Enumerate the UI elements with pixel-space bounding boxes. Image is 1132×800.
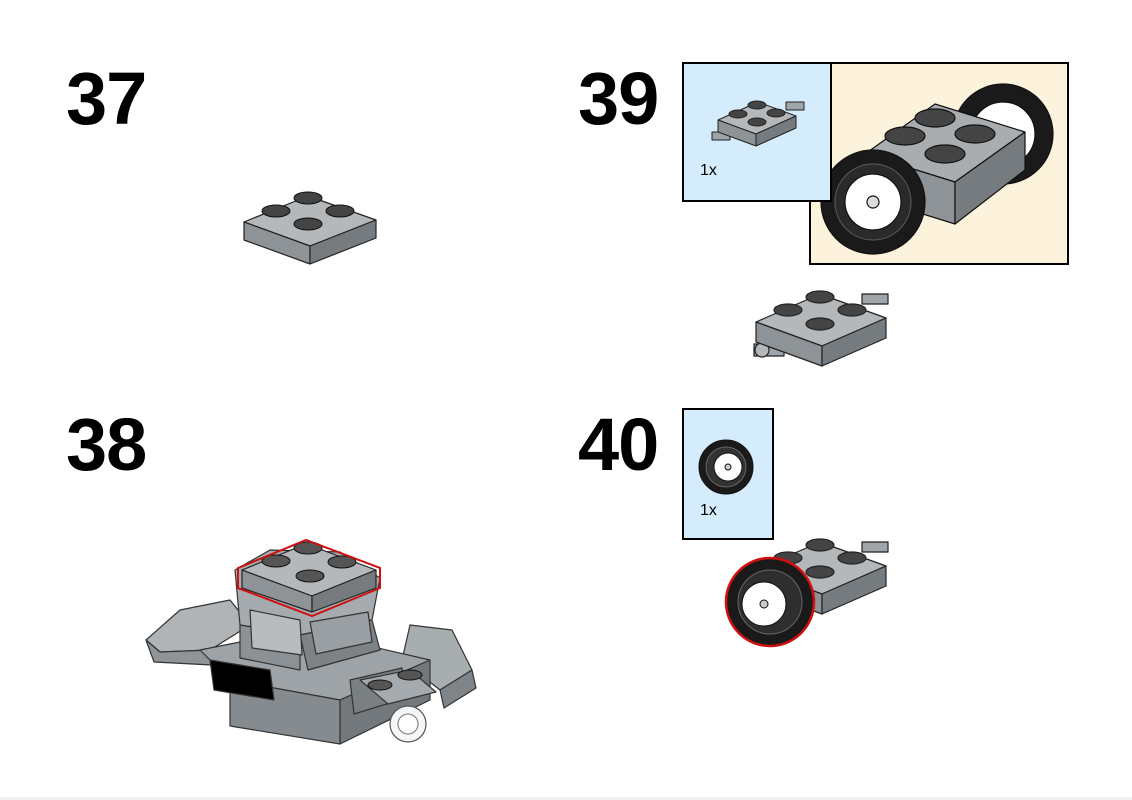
step-39-plate-with-pins-icon xyxy=(753,290,889,367)
step-40-number: 40 xyxy=(578,403,659,486)
wheel-with-tire-icon xyxy=(698,439,754,495)
step-39-callout xyxy=(809,62,1069,265)
step-39-part-qty: 1x xyxy=(700,162,717,179)
stud-icon xyxy=(293,217,323,231)
step-40-assembly-icon xyxy=(724,538,889,648)
callout-assembly-icon xyxy=(820,83,1054,255)
step-40-part-qty: 1x xyxy=(700,502,717,519)
stud-icon xyxy=(325,204,355,218)
plate-with-axle-pins-icon xyxy=(711,100,805,147)
step-39-number: 39 xyxy=(578,57,659,140)
step-38-vehicle-assembly-icon xyxy=(145,538,477,745)
step-40-parts-box: 1x xyxy=(682,408,774,540)
step-38-number: 38 xyxy=(66,403,147,486)
step-37-plate-2x2-icon xyxy=(243,191,377,265)
stud-icon xyxy=(261,204,291,218)
stud-icon xyxy=(293,191,323,205)
step-39-parts-box: 1x xyxy=(682,62,832,202)
step-37-number: 37 xyxy=(66,57,147,140)
